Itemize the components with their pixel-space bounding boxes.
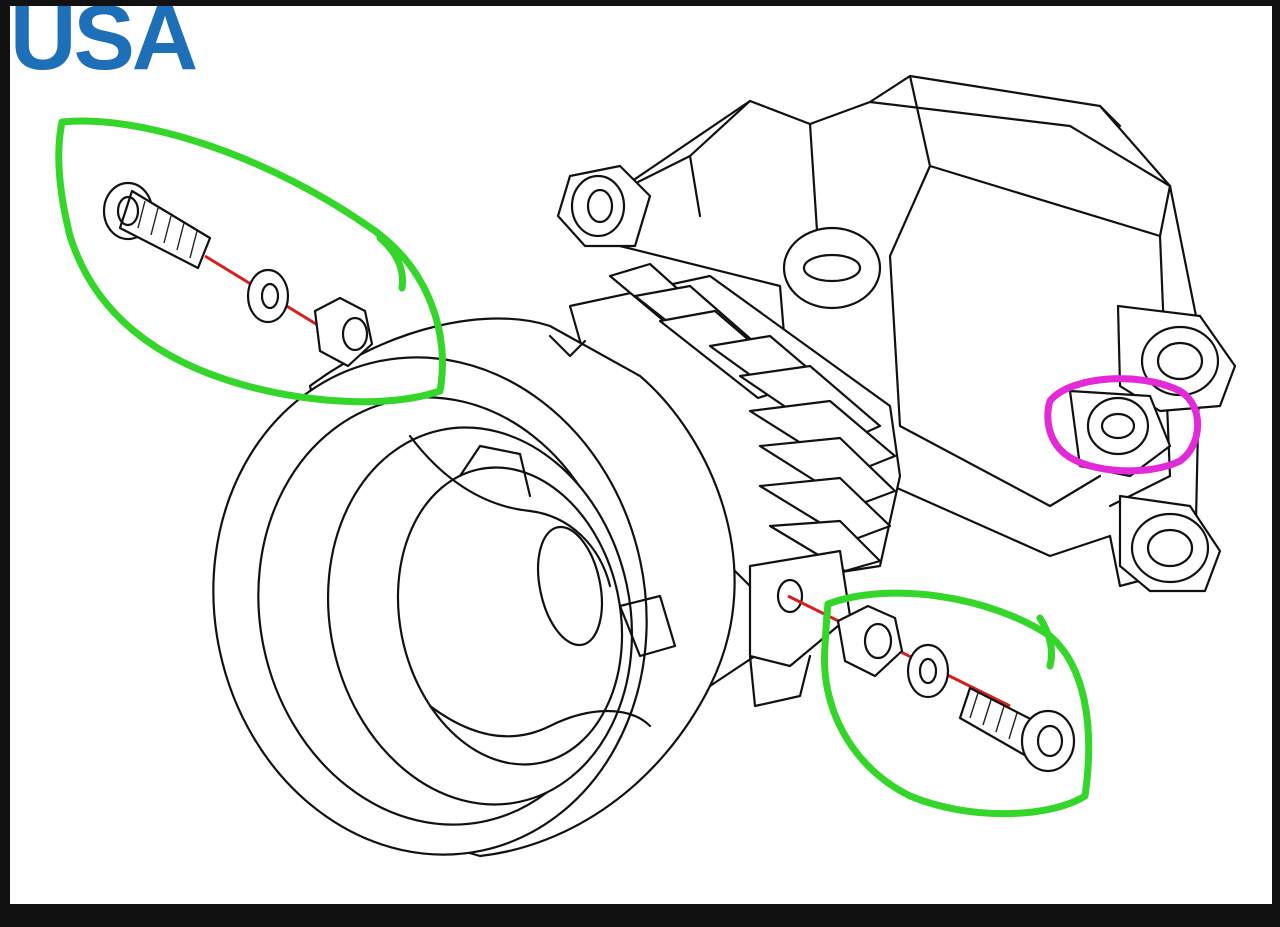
highlight-annotations (55, 117, 1202, 818)
lower-mount-tab (748, 549, 852, 708)
hex-nut-icon (836, 604, 904, 678)
diagram-frame: USA (10, 6, 1272, 904)
bottom-fastener-set (787, 594, 1076, 773)
fog-light-housing (212, 317, 792, 858)
magenta-highlight-slot (1044, 375, 1202, 475)
green-highlight-top (55, 117, 446, 406)
green-highlight-bottom (820, 589, 1093, 818)
washer-icon (906, 643, 950, 699)
exploded-assembly-drawing (55, 74, 1237, 858)
socket-cap-screw-icon (958, 686, 1076, 773)
top-fastener-set (102, 181, 374, 368)
socket-cap-screw-icon (102, 181, 212, 270)
brand-logo-text: USA (10, 6, 198, 89)
washer-icon (246, 268, 290, 324)
hex-nut-icon (313, 296, 374, 368)
